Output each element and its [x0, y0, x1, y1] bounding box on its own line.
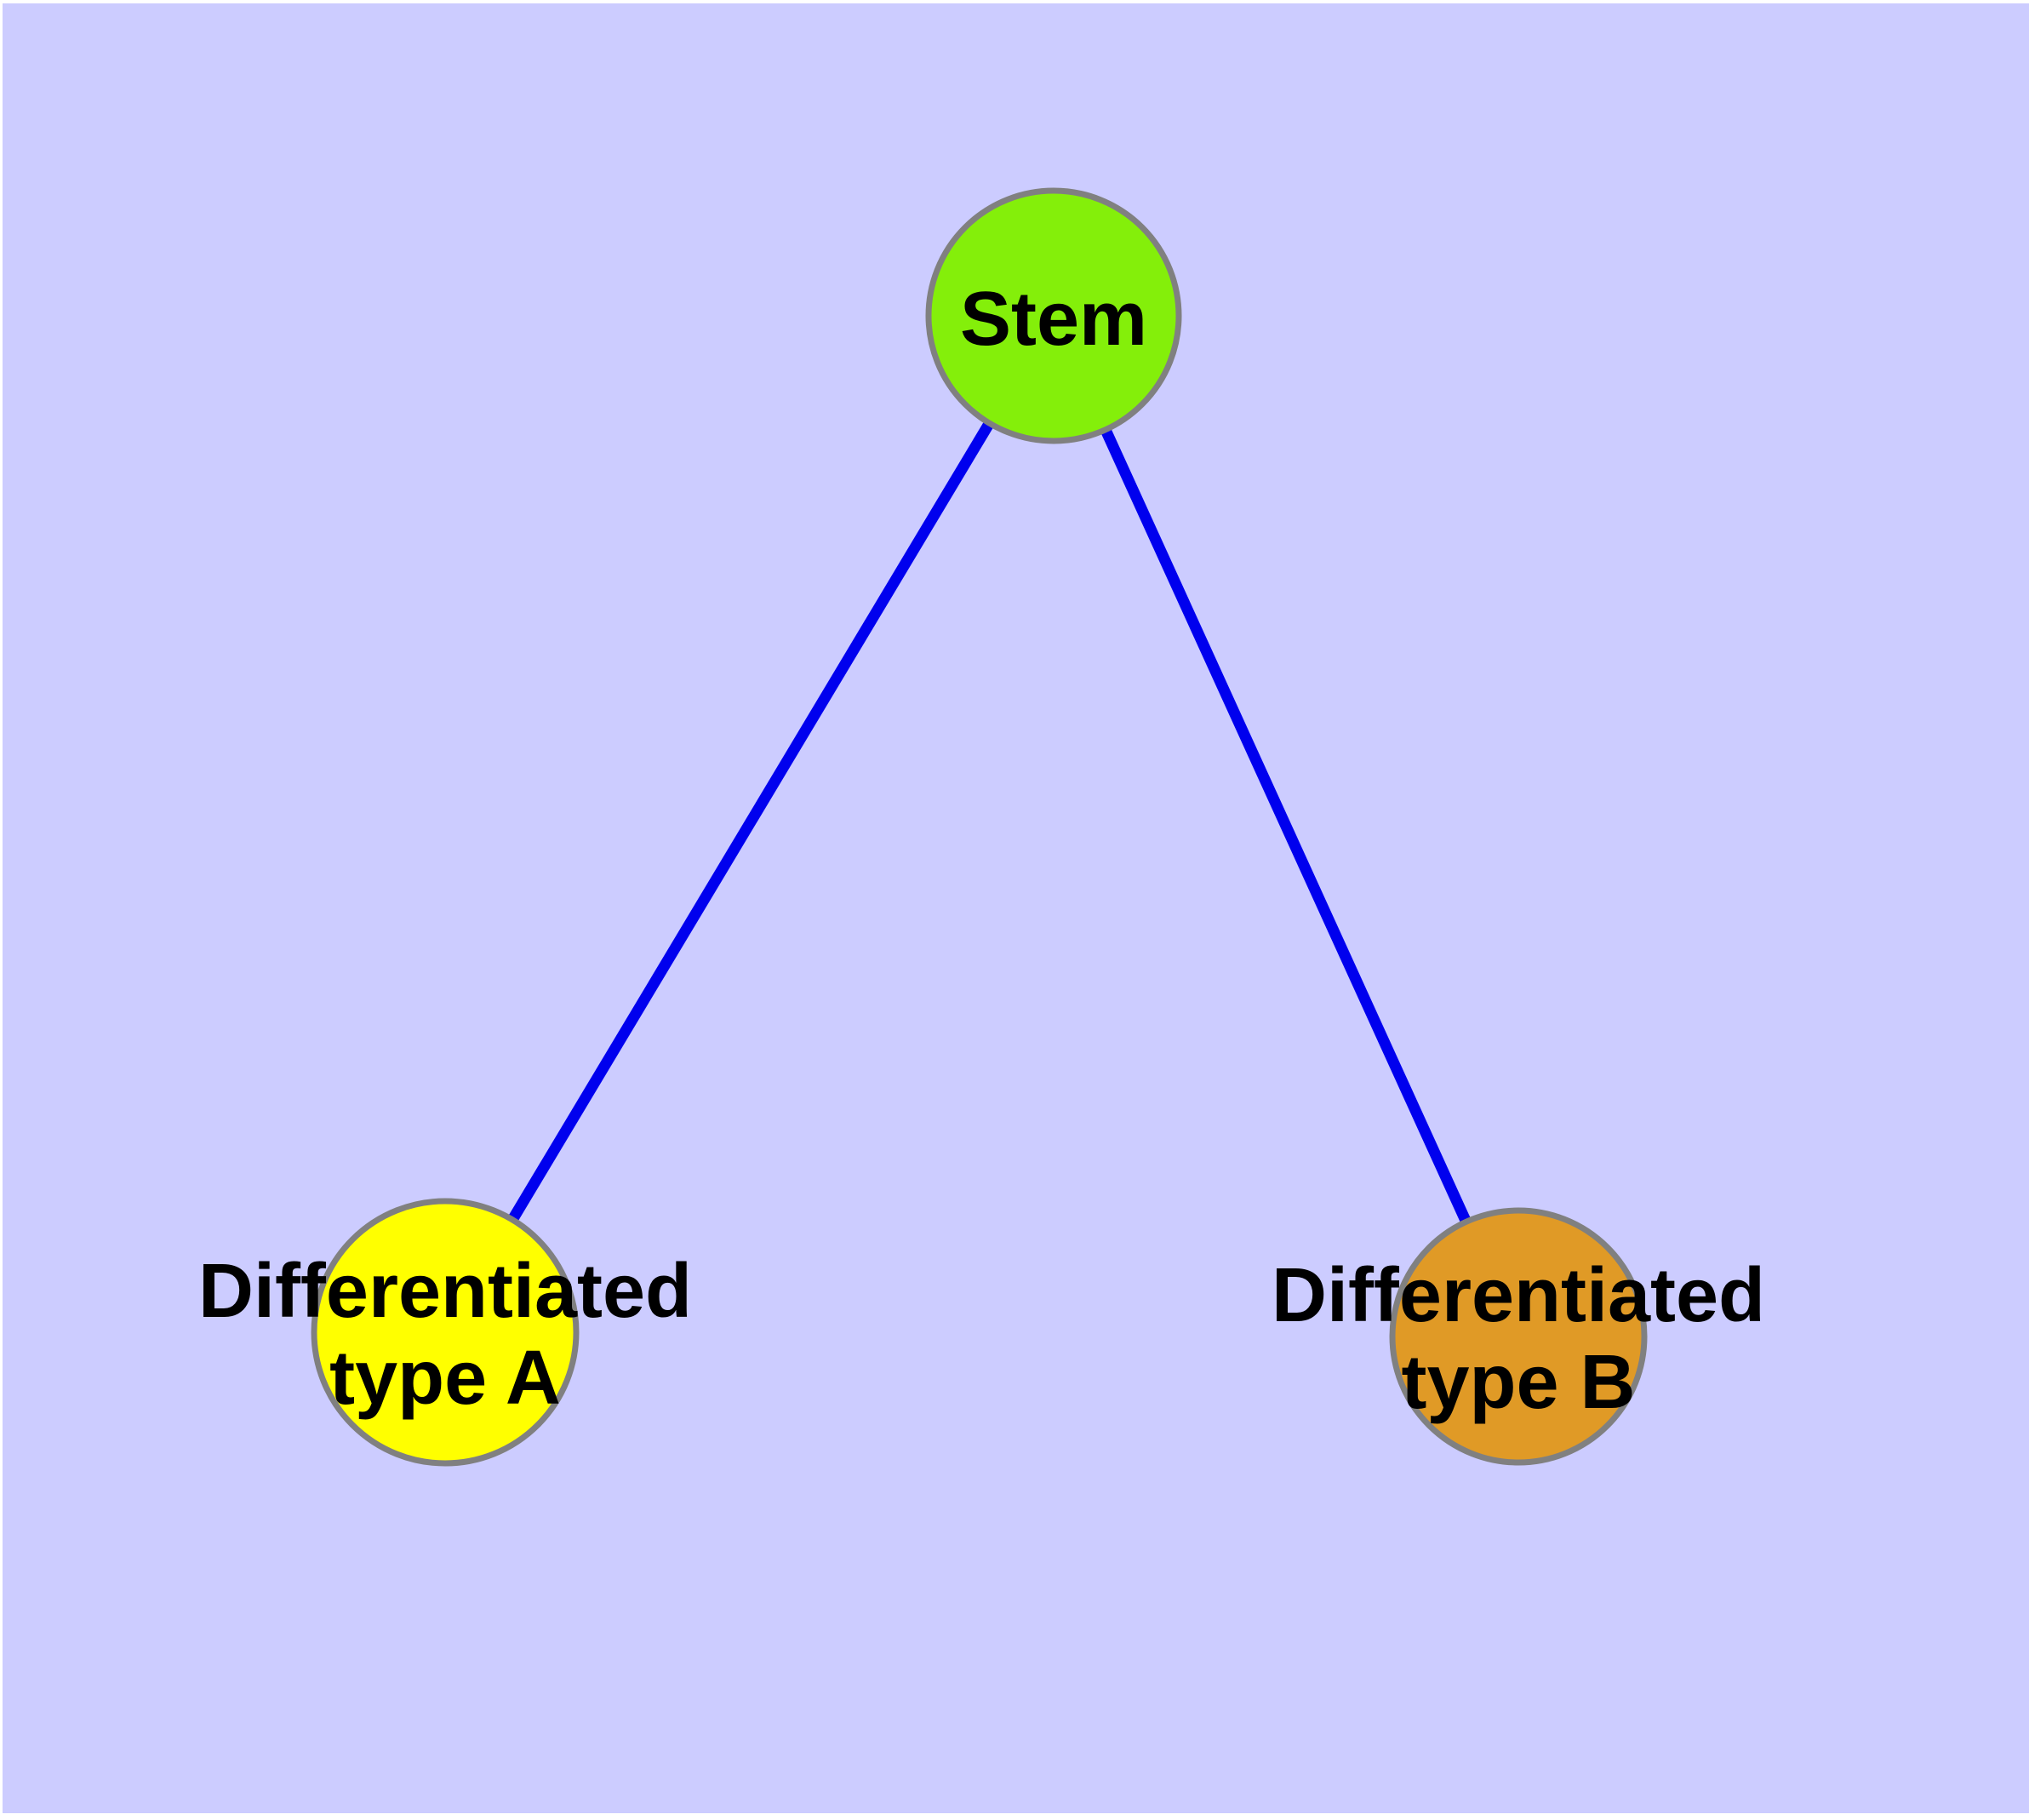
edge-stem-typeA [440, 312, 1059, 1336]
edge-stem-typeB [1049, 313, 1523, 1339]
node-typeA-circle[interactable] [311, 1198, 580, 1467]
node-typeB-circle[interactable] [1389, 1207, 1648, 1466]
node-stem-label: Stem [960, 277, 1147, 362]
node-stem-circle[interactable] [925, 187, 1182, 444]
